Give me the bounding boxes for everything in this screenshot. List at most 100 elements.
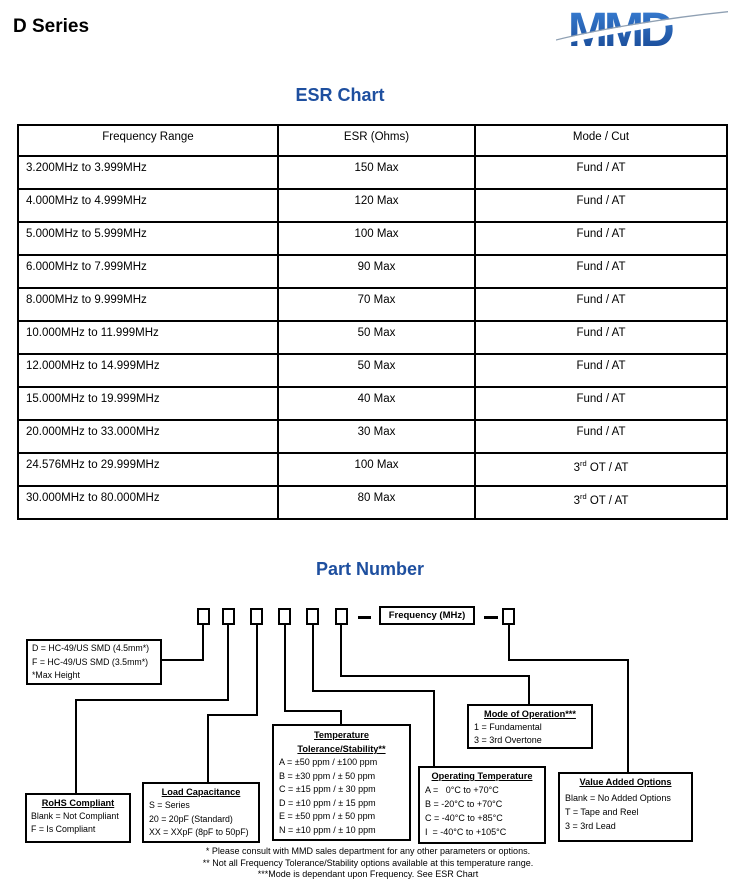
value-added-options-box: Value Added Options Blank = No Added Opt… <box>558 772 693 842</box>
pn-digit-box-2 <box>222 608 235 625</box>
box-title: Value Added Options <box>579 777 672 787</box>
table-cell: 150 Max <box>277 155 476 190</box>
text-line: S = Series <box>149 800 190 810</box>
connector-line <box>75 699 229 701</box>
connector-line <box>312 625 314 692</box>
esr-table: Frequency Range ESR (Ohms) Mode / Cut 3.… <box>17 124 728 520</box>
pn-digit-box-7 <box>502 608 515 625</box>
text-line: 20 = 20pF (Standard) <box>149 813 233 824</box>
text-line: ***Mode is dependant upon Frequency. See… <box>257 869 479 879</box>
footnotes: * Please consult with MMD sales departme… <box>0 846 736 881</box>
text-line: C = ±15 ppm / ± 30 ppm <box>279 784 376 794</box>
connector-line <box>207 714 258 716</box>
table-cell: 6.000MHz to 7.999MHz <box>17 254 279 289</box>
table-cell: Fund / AT <box>474 287 728 322</box>
page-title: D Series <box>13 16 90 37</box>
table-header-row: Frequency Range ESR (Ohms) Mode / Cut <box>17 124 728 157</box>
package-box: D = HC-49/US SMD (4.5mm*)F = HC-49/US SM… <box>26 639 162 685</box>
box-title: Tolerance/Stability** <box>297 744 386 754</box>
box-title: Mode of Operation*** <box>484 709 576 719</box>
logo-swoosh <box>554 12 730 46</box>
table-cell: Fund / AT <box>474 386 728 421</box>
table-cell: Fund / AT <box>474 320 728 355</box>
connector-line <box>528 675 530 705</box>
text-line: ** Not all Frequency Tolerance/Stability… <box>202 857 534 868</box>
esr-chart-title: ESR Chart <box>295 85 385 105</box>
text-line: 3 = 3rd Overtone <box>474 735 542 745</box>
column-header-mode-cut: Mode / Cut <box>474 124 728 157</box>
text-line: Blank = No Added Options <box>565 793 671 803</box>
frequency-box: Frequency (MHz) <box>379 606 475 625</box>
table-cell: 3rd OT / AT <box>474 485 728 520</box>
text-line: 1 = Fundamental <box>474 722 542 732</box>
pn-digit-box-5 <box>306 608 319 625</box>
text-line: F = Is Compliant <box>31 824 96 834</box>
text-line: * Please consult with MMD sales departme… <box>205 846 531 856</box>
text-line: A = 0°C to +70°C <box>425 785 499 795</box>
table-cell: 4.000MHz to 4.999MHz <box>17 188 279 223</box>
table-cell: 3rd OT / AT <box>474 452 728 487</box>
text-line: Blank = Not Compliant <box>31 811 119 821</box>
connector-line <box>284 625 286 712</box>
table-cell: 15.000MHz to 19.999MHz <box>17 386 279 421</box>
table-cell: Fund / AT <box>474 254 728 289</box>
table-cell: Fund / AT <box>474 188 728 223</box>
table-cell: 8.000MHz to 9.999MHz <box>17 287 279 322</box>
table-cell: Fund / AT <box>474 221 728 256</box>
table-cell: 24.576MHz to 29.999MHz <box>17 452 279 487</box>
connector-line <box>508 625 510 661</box>
table-cell: 80 Max <box>277 485 476 520</box>
text-line: *Max Height <box>32 670 80 680</box>
table-cell: 120 Max <box>277 188 476 223</box>
dash-separator-1 <box>358 616 371 619</box>
text-line: E = ±50 ppm / ± 50 ppm <box>279 811 376 821</box>
text-line: N = ±10 ppm / ± 10 ppm <box>279 824 376 835</box>
table-cell: Fund / AT <box>474 419 728 454</box>
connector-line <box>207 714 209 783</box>
text-line: T = Tape and Reel <box>565 807 639 817</box>
connector-line <box>312 690 435 692</box>
mmd-logo: MMD <box>553 4 731 57</box>
connector-line <box>256 625 258 716</box>
temperature-tolerance-box: Temperature Tolerance/Stability** A = ±5… <box>272 724 411 841</box>
box-title: Load Capacitance <box>161 787 241 797</box>
table-cell: 100 Max <box>277 452 476 487</box>
connector-line <box>340 625 342 677</box>
table-cell: 3.200MHz to 3.999MHz <box>17 155 279 190</box>
text-line: C = -40°C to +85°C <box>425 813 503 823</box>
table-cell: 5.000MHz to 5.999MHz <box>17 221 279 256</box>
table-cell: 100 Max <box>277 221 476 256</box>
text-line: 3 = 3rd Lead <box>565 821 616 831</box>
connector-line <box>202 625 204 661</box>
pn-digit-box-3 <box>250 608 263 625</box>
esr-table-head: Frequency Range ESR (Ohms) Mode / Cut <box>17 124 728 157</box>
text-line: D = HC-49/US SMD (4.5mm*) <box>32 643 150 653</box>
pn-digit-box-6 <box>335 608 348 625</box>
pn-digit-box-4 <box>278 608 291 625</box>
table-cell: 10.000MHz to 11.999MHz <box>17 320 279 355</box>
table-cell: 50 Max <box>277 320 476 355</box>
connector-line <box>340 710 342 725</box>
table-cell: 12.000MHz to 14.999MHz <box>17 353 279 388</box>
mmd-logo-icon: MMD <box>553 4 731 57</box>
table-cell: Fund / AT <box>474 353 728 388</box>
connector-line <box>627 659 629 773</box>
text-line: A = ±50 ppm / ±100 ppm <box>279 757 378 767</box>
table-cell: 90 Max <box>277 254 476 289</box>
part-number-title: Part Number <box>315 559 425 579</box>
logo-swoosh-line <box>553 10 731 42</box>
table-cell: 30 Max <box>277 419 476 454</box>
connector-line <box>162 659 204 661</box>
